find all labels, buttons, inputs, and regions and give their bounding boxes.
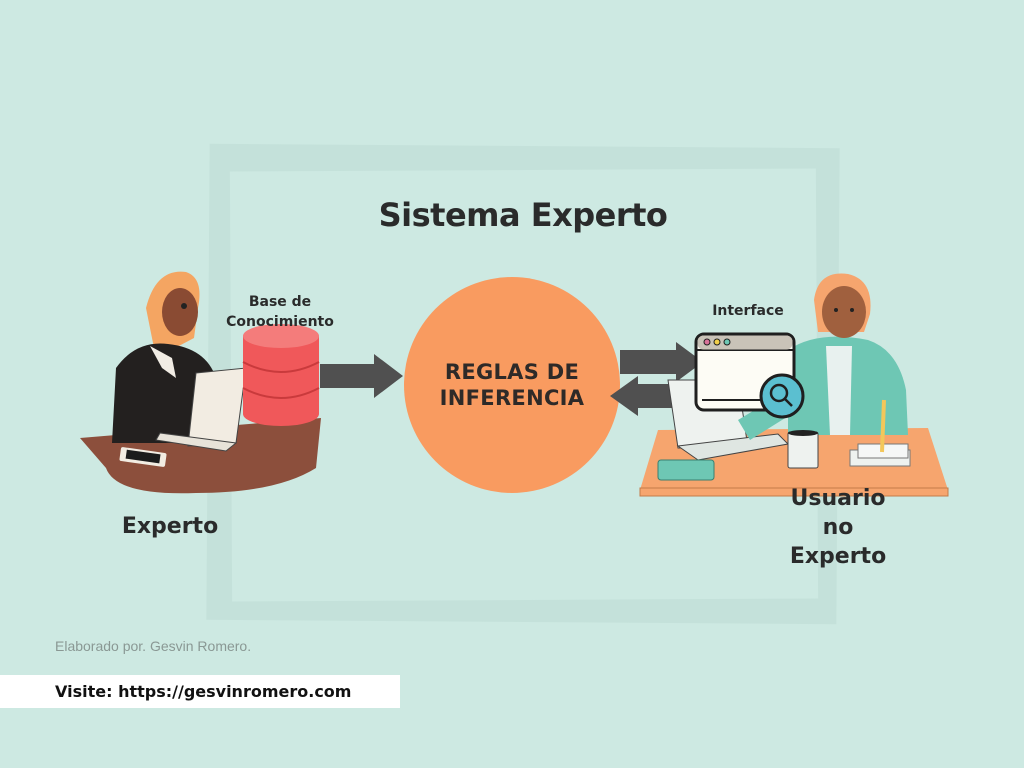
database-icon: [242, 324, 320, 426]
arrow-right-icon: [320, 354, 403, 398]
arrow-right-icon: [620, 342, 703, 382]
author-credit: Elaborado por. Gesvin Romero.: [55, 638, 252, 654]
inference-rules-node: REGLAS DE INFERENCIA: [404, 277, 620, 493]
search-icon: [759, 373, 805, 419]
diagram-title: Sistema Experto: [378, 196, 668, 234]
knowledge-base-label: Base de Conocimiento: [226, 294, 334, 330]
non-expert-user-label: Usuario no Experto: [789, 486, 887, 569]
website-link[interactable]: Visite: https://gesvinromero.com: [0, 675, 400, 708]
interface-label: Interface: [712, 303, 784, 319]
expert-label: Experto: [121, 514, 219, 539]
inference-label-line1: REGLAS DE: [444, 360, 580, 384]
expert-illustration-icon: [80, 271, 321, 494]
inference-label-line2: INFERENCIA: [439, 386, 585, 410]
